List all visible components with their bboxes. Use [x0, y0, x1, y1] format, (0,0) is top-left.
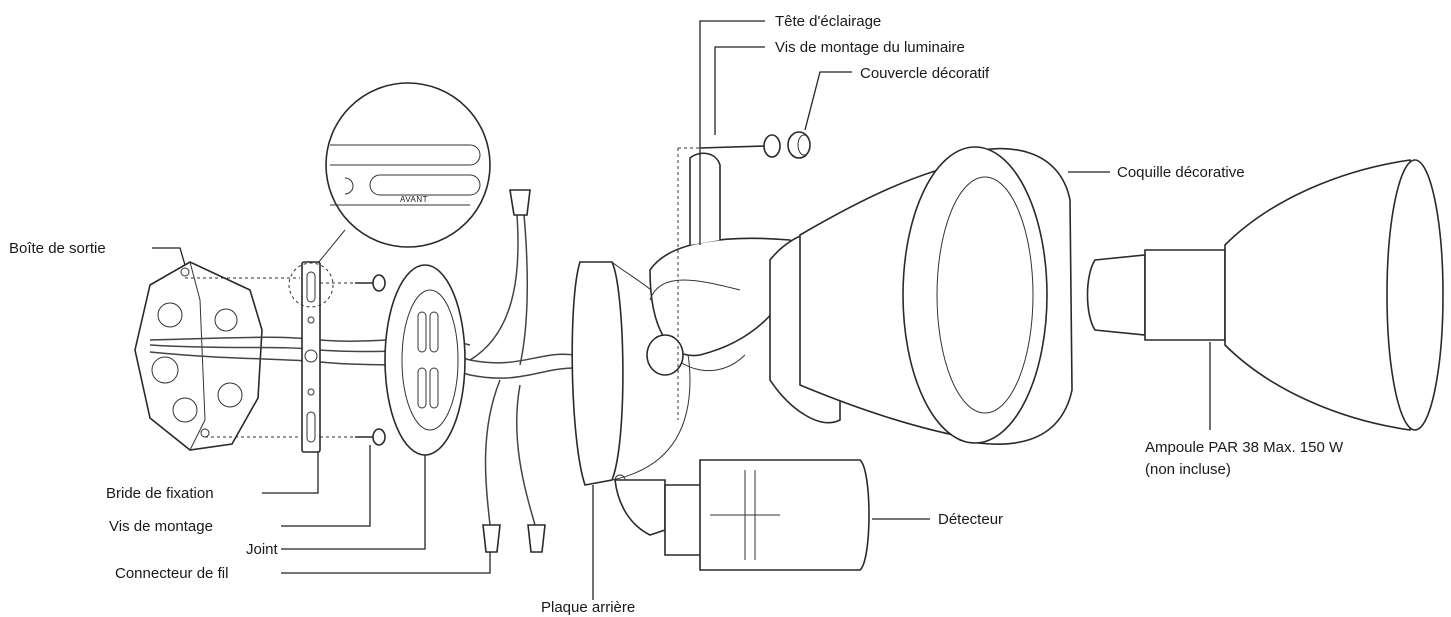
decorative-shell: [902, 146, 1073, 445]
label-ampoule-line2: (non incluse): [1145, 461, 1231, 478]
gasket: [384, 264, 466, 456]
label-tete-eclairage: Tête d'éclairage: [775, 13, 881, 30]
mounting-bracket: [288, 261, 334, 453]
label-coquille-decorative: Coquille décorative: [1117, 164, 1245, 181]
label-couvercle-decoratif: Couvercle décoratif: [860, 65, 990, 82]
decorative-cap: [787, 131, 811, 159]
label-plaque-arriere: Plaque arrière: [541, 599, 635, 616]
motion-sensor: [614, 459, 870, 571]
wire-connectors: [469, 189, 546, 553]
magnified-detail: AVANT: [317, 82, 491, 264]
label-vis-montage-luminaire: Vis de montage du luminaire: [775, 39, 965, 56]
label-vis-montage: Vis de montage: [109, 518, 213, 535]
avant-label: AVANT: [400, 195, 428, 204]
labels: Tête d'éclairage Vis de montage du lumin…: [9, 13, 1344, 616]
back-plate: [571, 261, 691, 486]
label-bride-fixation: Bride de fixation: [106, 485, 214, 502]
label-ampoule-line1: Ampoule PAR 38 Max. 150 W: [1145, 439, 1344, 456]
label-joint: Joint: [246, 541, 279, 558]
alignment-lines-box: [185, 277, 355, 438]
leader-lines: [152, 20, 1211, 600]
mounting-screws: [355, 274, 386, 446]
label-connecteur-fil: Connecteur de fil: [115, 565, 228, 582]
par38-bulb: [1086, 159, 1444, 431]
label-detecteur: Détecteur: [938, 511, 1003, 528]
fixture-mounting-screw: [699, 134, 781, 158]
label-boite-sortie: Boîte de sortie: [9, 240, 106, 257]
